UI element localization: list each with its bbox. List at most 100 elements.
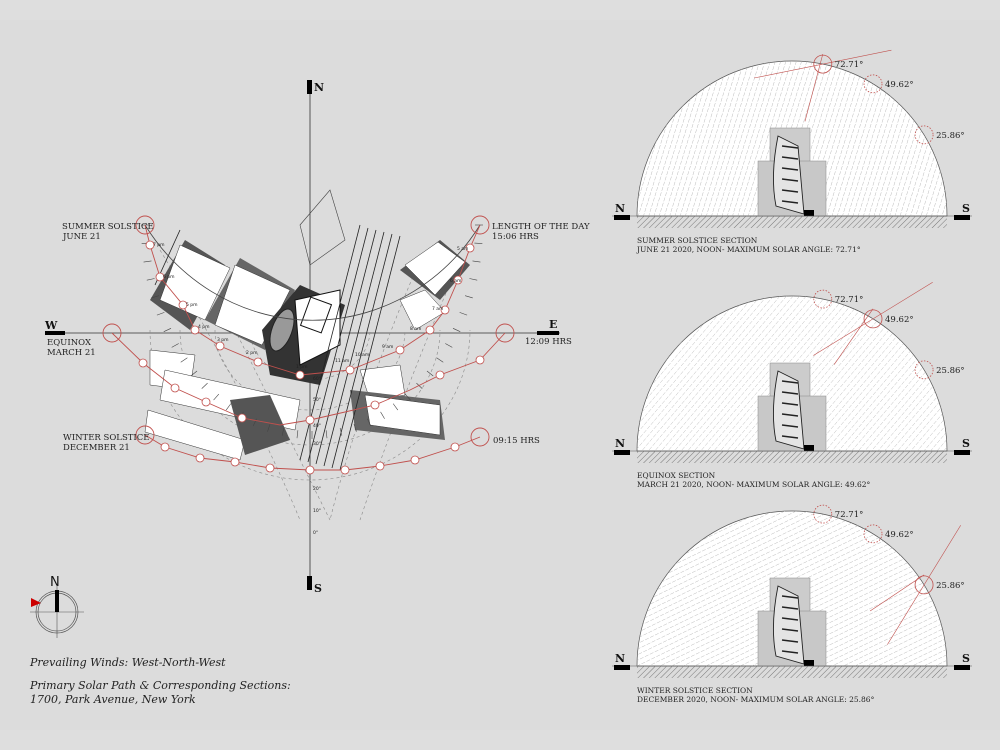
twisted-tower xyxy=(772,585,805,665)
sun-ray xyxy=(899,65,947,216)
horizon-tick xyxy=(143,260,152,263)
altitude-label: 20° xyxy=(313,486,321,492)
sun-ray xyxy=(742,61,792,216)
sun-ray xyxy=(923,423,947,451)
sun-ray xyxy=(821,61,871,216)
sun-ray xyxy=(667,296,800,451)
sun-angle-marker xyxy=(813,289,833,309)
south-marker xyxy=(954,215,970,220)
hour-label: 4 pm xyxy=(198,324,210,330)
sun-ray xyxy=(643,61,692,216)
section-caption-detail: JUNE 21 2020, NOON- MAXIMUM SOLAR ANGLE:… xyxy=(636,245,861,254)
sun-angle-marker xyxy=(863,524,883,544)
tower-floor-plate xyxy=(781,402,799,406)
hour-label: 5 am xyxy=(457,246,468,252)
sun-ray xyxy=(936,439,947,451)
altitude-label: 50° xyxy=(313,397,321,403)
angle-label: 72.71° xyxy=(835,295,864,305)
altitude-label: 40° xyxy=(313,423,321,429)
sun-ray xyxy=(637,511,854,617)
summer-solstice-label: SUMMER SOLSTICE xyxy=(62,222,154,232)
summer-solstice-date: JUNE 21 xyxy=(62,232,101,242)
sun-ray xyxy=(658,61,708,216)
horizon-tick xyxy=(325,430,328,439)
tower-floor-plate xyxy=(781,391,799,395)
sun-ray xyxy=(751,571,947,666)
section-caption-title: SUMMER SOLSTICE SECTION xyxy=(637,236,758,245)
hour-label: 6 pm xyxy=(163,274,175,280)
horizon-tick xyxy=(469,278,478,281)
south-marker xyxy=(307,576,312,590)
sun-direction-line xyxy=(833,308,874,365)
tower-floor-plate xyxy=(781,413,799,417)
sun-ray xyxy=(637,296,761,442)
equinox-label: EQUINOX xyxy=(47,338,92,348)
tower-floor-plate xyxy=(781,167,799,171)
sun-ray xyxy=(873,61,923,216)
altitude-label: 30° xyxy=(313,441,321,447)
entrance-block xyxy=(804,660,814,666)
hour-label: 7 pm xyxy=(153,242,165,248)
sun-ray xyxy=(674,61,724,216)
horizon-ticks xyxy=(141,224,483,439)
compass-rose: N xyxy=(30,575,84,638)
sun-ray xyxy=(843,615,947,666)
sun-angle-marker xyxy=(914,360,934,380)
solstice-markers xyxy=(102,215,515,447)
sun-ray xyxy=(637,296,735,411)
horizon-tick xyxy=(445,343,453,348)
tower-floor-plate xyxy=(781,617,799,621)
section-north-label: N xyxy=(615,202,625,215)
hour-label: 5 pm xyxy=(186,302,198,308)
sun-ray xyxy=(737,61,787,216)
sun-ray xyxy=(711,61,761,216)
section-south-label: S xyxy=(962,652,970,665)
tangent-line xyxy=(887,525,961,645)
site-buildings xyxy=(144,189,470,471)
horizon-tick xyxy=(156,312,165,316)
sun-ray xyxy=(637,296,754,434)
section-caption-title: EQUINOX SECTION xyxy=(637,471,716,480)
sun-ray xyxy=(852,61,902,216)
sun-ray xyxy=(637,511,889,633)
sun-ray xyxy=(842,61,891,216)
tower-floor-plate xyxy=(781,595,799,599)
sun-ray xyxy=(753,296,886,451)
tower-floor-plate xyxy=(781,200,799,204)
sun-ray xyxy=(716,61,766,216)
altitude-labels: 60° 50° 40° 30° 20° 10° 0° xyxy=(313,376,321,536)
winter-solstice-date: DECEMBER 21 xyxy=(63,443,130,453)
sun-ray xyxy=(912,648,947,666)
altitude-label: 10° xyxy=(313,508,321,514)
sun-ray xyxy=(863,61,912,216)
tower-floor-plate xyxy=(781,178,799,182)
sun-ray xyxy=(889,637,947,666)
sun-ray xyxy=(637,296,768,449)
north-marker xyxy=(614,450,630,455)
sun-angle-marker xyxy=(863,309,883,329)
angle-label: 49.62° xyxy=(885,530,914,540)
horizon-tick xyxy=(190,370,198,377)
sun-ray xyxy=(641,296,774,451)
horizon-tick xyxy=(201,382,208,389)
sun-ray xyxy=(897,392,947,451)
sun-ray xyxy=(669,61,719,216)
sun-ray xyxy=(637,511,808,595)
hour-labels: 7 pm 6 pm 5 pm 4 pm 3 pm 2 pm 1 pm 11 am… xyxy=(153,242,468,370)
sun-ray xyxy=(763,576,947,666)
sun-ray xyxy=(687,296,820,451)
angle-label: 72.71° xyxy=(835,60,864,70)
section-caption-title: WINTER SOLSTICE SECTION xyxy=(637,686,753,695)
section-south-label: S xyxy=(962,202,970,215)
tower-floor-plate xyxy=(781,156,799,160)
hour-points xyxy=(138,240,485,475)
sun-ray xyxy=(766,296,899,451)
sun-ray xyxy=(693,296,827,451)
sheet-title-line1: Primary Solar Path & Corresponding Secti… xyxy=(29,679,291,692)
horizon-tick xyxy=(339,427,343,436)
sun-direction-line xyxy=(869,574,925,612)
hour-label: 6 am xyxy=(450,278,461,284)
sun-ray xyxy=(864,354,947,451)
sun-ray xyxy=(700,61,750,216)
sun-ray xyxy=(680,296,814,451)
